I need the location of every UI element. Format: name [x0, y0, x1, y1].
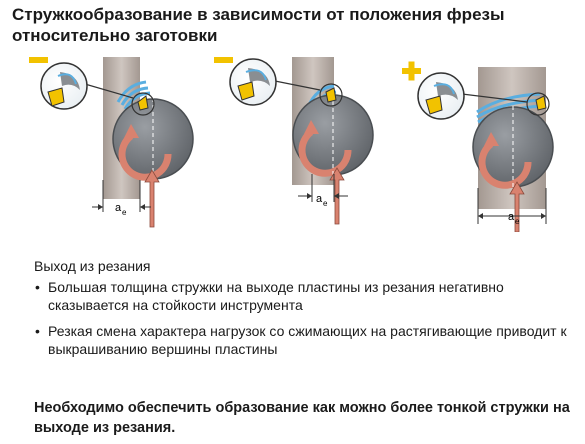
- zoom-ring: [131, 92, 155, 116]
- sign-minus-icon: [214, 57, 233, 63]
- feed-arrow-icon: [144, 169, 160, 228]
- insert: [535, 95, 547, 111]
- dimension-label: a: [508, 211, 515, 223]
- dimension-label: a: [316, 193, 323, 205]
- list-item-text: Резкая смена характера нагрузок со сжима…: [48, 323, 567, 357]
- conclusion: Необходимо обеспечить образование как мо…: [34, 400, 570, 436]
- list-item: • Большая толщина стружки на выходе плас…: [34, 278, 574, 314]
- exit-label: Выход из резания: [34, 258, 151, 274]
- diagram-2: a e: [214, 57, 374, 225]
- bullet-list: • Большая толщина стружки на выходе плас…: [34, 278, 574, 366]
- insert: [325, 87, 337, 103]
- list-item-text: Большая толщина стружки на выходе пласти…: [48, 279, 504, 313]
- bullet-icon: •: [35, 279, 40, 295]
- milling-diagrams: a e a e: [29, 57, 554, 232]
- rotation-arrow: [298, 129, 352, 177]
- rotation-arrow: [478, 141, 532, 189]
- zoom-ring: [319, 83, 343, 107]
- feed-arrow-icon: [509, 181, 525, 232]
- diagrams-row: a e a e: [0, 52, 585, 232]
- dimension-subscript: e: [122, 208, 127, 217]
- bullet-icon: •: [35, 323, 40, 339]
- dimension-subscript: e: [515, 217, 520, 226]
- sign-minus-icon: [29, 57, 48, 63]
- list-item: • Резкая смена характера нагрузок со сжи…: [34, 322, 574, 358]
- dimension-subscript: e: [323, 199, 328, 208]
- zoom-ring: [526, 92, 550, 116]
- diagram-1: a e: [29, 57, 194, 228]
- page-title: Стружкообразование в зависимости от поло…: [12, 5, 505, 45]
- diagram-3: a e: [402, 61, 554, 232]
- sign-plus-icon: [402, 61, 421, 81]
- dimension-label: a: [115, 202, 122, 214]
- rotation-arrow: [118, 133, 172, 181]
- insert: [137, 95, 149, 111]
